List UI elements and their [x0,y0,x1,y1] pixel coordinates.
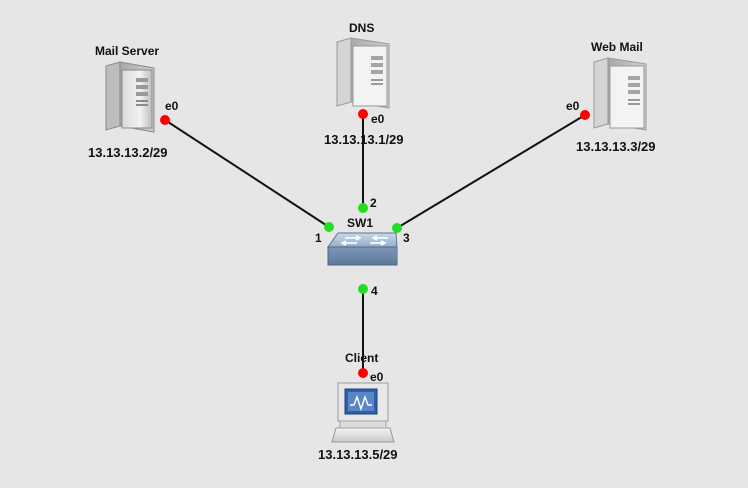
client-label: Client [345,351,378,365]
mail-server-iface-label: e0 [165,99,179,113]
dns-label: DNS [349,21,374,35]
sw1-port-1-label: 1 [315,231,322,245]
mail-server-e0-endpoint[interactable] [160,115,170,125]
sw1-node[interactable]: SW1 1 2 3 4 [315,196,410,298]
dns-node[interactable]: DNS e0 13.13.13.1/29 [324,21,404,147]
web-mail-label: Web Mail [591,40,643,54]
workstation-computer-icon [331,382,395,443]
server-tower-icon [593,57,647,131]
server-tower-icon [336,37,390,109]
sw1-port-1[interactable] [324,222,334,232]
mail-server-ip: 13.13.13.2/29 [88,145,168,160]
sw1-port-2[interactable] [358,203,368,213]
web-mail-ip: 13.13.13.3/29 [576,139,656,154]
client-ip: 13.13.13.5/29 [318,447,398,462]
sw1-label: SW1 [347,216,373,230]
client-iface-label: e0 [370,370,384,384]
server-tower-icon [105,61,155,133]
mail-server-node[interactable]: Mail Server e0 13.13.13.2/29 [88,44,179,160]
web-mail-node[interactable]: Web Mail e0 13.13.13.3/29 [566,40,656,154]
sw1-port-4[interactable] [358,284,368,294]
links [164,114,586,373]
dns-e0-endpoint[interactable] [358,109,368,119]
client-node[interactable]: Client e0 13.13.13.5/29 [318,351,398,462]
mail-server-label: Mail Server [95,44,159,58]
dns-iface-label: e0 [371,112,385,126]
sw1-port-2-label: 2 [370,196,377,210]
web-mail-iface-label: e0 [566,99,580,113]
link-mail-server-sw1[interactable] [164,119,330,228]
sw1-port-3[interactable] [392,223,402,233]
sw1-port-4-label: 4 [371,284,378,298]
sw1-port-3-label: 3 [403,231,410,245]
web-mail-e0-endpoint[interactable] [580,110,590,120]
ethernet-switch-icon [327,232,398,266]
client-e0-endpoint[interactable] [358,368,368,378]
dns-ip: 13.13.13.1/29 [324,132,404,147]
link-web-mail-sw1[interactable] [396,114,586,229]
